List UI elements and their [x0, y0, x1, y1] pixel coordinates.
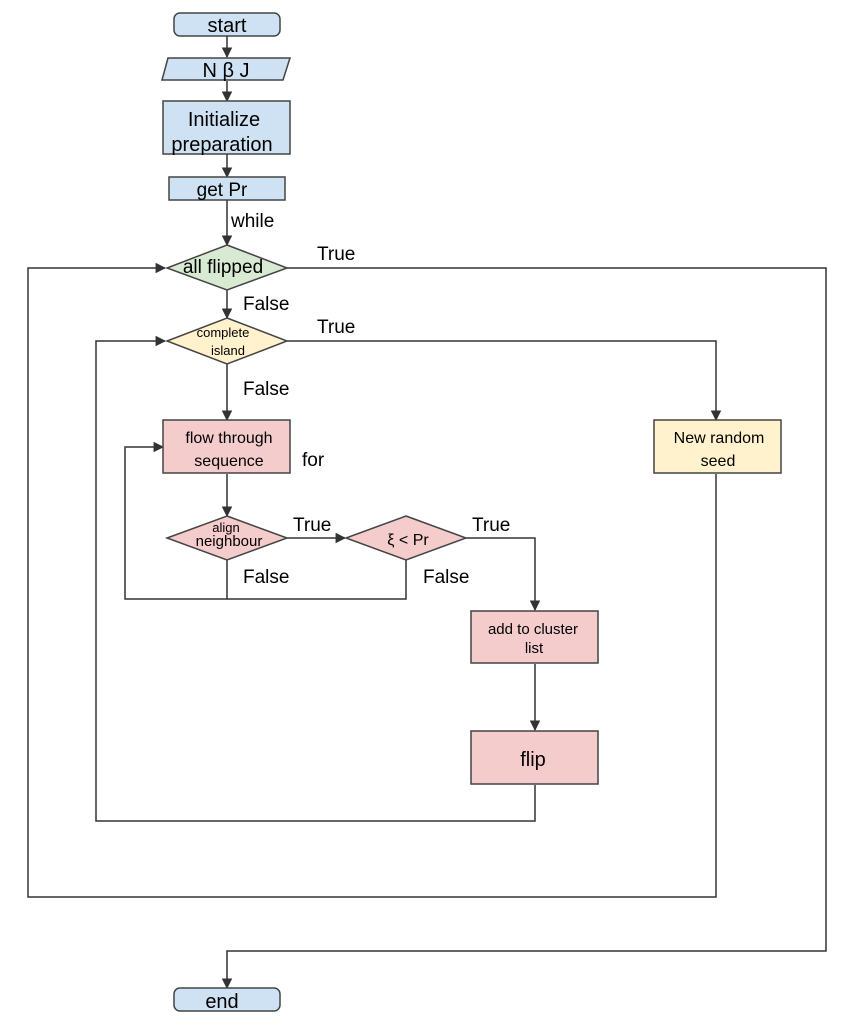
add-node: add to cluster list	[470, 610, 599, 664]
align-true-label: True	[293, 515, 331, 536]
loop-seed-to-allflipped	[27, 262, 717, 898]
getpr-label: get Pr	[197, 180, 248, 201]
flip-node: flip	[470, 730, 599, 785]
allflipped-decision-shape	[164, 244, 290, 291]
inputs-parallelogram-shape	[161, 57, 292, 81]
loop-flip-to-island	[95, 335, 536, 822]
start-terminal-shape	[173, 12, 281, 37]
xi-decision-shape	[343, 515, 469, 561]
align-decision-shape	[164, 515, 290, 561]
arrow-allflipped-true-to-end	[221, 267, 827, 990]
allflipped-label: all flipped	[183, 257, 263, 278]
island-true-label: True	[317, 317, 355, 338]
seed-label-line1: New random	[674, 430, 765, 447]
align-node: align neighbour	[164, 515, 290, 561]
flow-label-line2: sequence	[194, 453, 263, 470]
island-label-line2: island	[211, 343, 245, 358]
edge-labels: while True False True False for True Fal…	[230, 211, 510, 588]
add-process-shape	[470, 610, 599, 664]
init-process-shape	[162, 100, 291, 155]
init-label-line2: preparation	[171, 134, 272, 156]
allflipped-true-label: True	[317, 244, 355, 265]
start-node: start	[173, 12, 281, 37]
align-label-line2: neighbour	[196, 533, 263, 550]
allflipped-node: all flipped	[164, 244, 290, 291]
xi-node: ξ < Pr	[343, 515, 469, 561]
align-false-label: False	[243, 567, 289, 588]
end-terminal-shape	[173, 987, 281, 1012]
seed-process-shape	[653, 419, 782, 474]
end-label: end	[205, 991, 238, 1013]
align-label-line1: align	[212, 520, 239, 535]
connectors	[27, 36, 827, 990]
inputs-label: N β J	[202, 60, 249, 82]
island-label-line1: complete	[197, 325, 250, 340]
inputs-node: N β J	[161, 57, 292, 82]
island-node: complete island	[164, 317, 290, 365]
xi-true-label: True	[472, 515, 510, 536]
getpr-process-shape	[168, 176, 286, 201]
for-label: for	[302, 450, 325, 471]
flip-label: flip	[520, 749, 546, 771]
add-label-line1: add to cluster	[488, 621, 578, 638]
arrow-xi-to-add	[466, 537, 541, 612]
loop-xi-false-to-flow	[227, 560, 407, 600]
island-false-label: False	[243, 379, 289, 400]
flow-process-shape	[162, 419, 291, 474]
seed-node: New random seed	[653, 419, 782, 474]
seed-label-line2: seed	[701, 453, 736, 470]
flow-label-line1: flow through	[185, 430, 272, 447]
xi-label: ξ < Pr	[387, 532, 429, 549]
init-label-line1: Initialize	[188, 109, 260, 131]
while-label: while	[230, 211, 274, 232]
end-node: end	[173, 987, 281, 1013]
island-decision-shape	[164, 317, 290, 365]
getpr-node: get Pr	[168, 176, 286, 201]
flip-process-shape	[470, 730, 599, 785]
xi-false-label: False	[423, 567, 469, 588]
start-label: start	[208, 15, 247, 37]
allflipped-false-label: False	[243, 294, 289, 315]
flow-node: flow through sequence	[162, 419, 291, 474]
loop-align-false-to-flow	[124, 441, 228, 600]
arrow-island-true-to-seed	[287, 340, 722, 422]
init-node: Initialize preparation	[162, 100, 291, 156]
add-label-line2: list	[525, 640, 544, 657]
